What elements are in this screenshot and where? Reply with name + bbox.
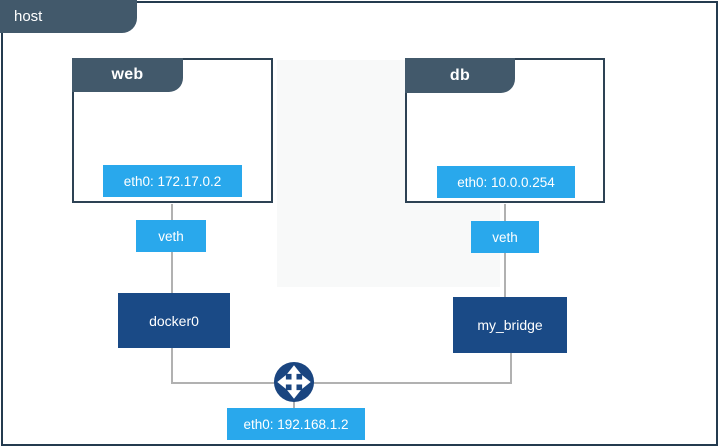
interface-label-host: eth0: 192.168.1.2 [227, 408, 365, 440]
router-circle-svg [273, 361, 315, 403]
bridge-my-bridge: my_bridge [453, 297, 567, 353]
connector-router-to-eth0 [293, 400, 295, 408]
container-tab-web: web [72, 58, 183, 92]
bridge-docker0: docker0 [118, 293, 230, 348]
veth-text-web: veth [158, 228, 184, 244]
interface-text-db: eth0: 10.0.0.254 [457, 174, 555, 190]
interface-label-db: eth0: 10.0.0.254 [437, 166, 575, 198]
connector-horizontal-bus [171, 382, 512, 384]
container-name-db: db [449, 66, 471, 84]
connector-docker0-to-router [171, 348, 173, 384]
bridge-docker0-label: docker0 [149, 312, 199, 329]
connector-veth-to-docker0 [171, 252, 173, 293]
crossroads-arrows-icon [273, 361, 315, 403]
connector-web-to-veth [171, 204, 173, 220]
container-tab-db: db [405, 58, 515, 93]
host-label: host [14, 8, 43, 25]
veth-label-web: veth [136, 220, 206, 252]
interface-text-host: eth0: 192.168.1.2 [243, 416, 349, 432]
container-name-web: web [111, 66, 144, 83]
interface-label-web: eth0: 172.17.0.2 [103, 165, 242, 197]
connector-veth-to-mybridge [504, 253, 506, 297]
connector-mybridge-to-router [510, 353, 512, 383]
bridge-my-bridge-label: my_bridge [477, 317, 543, 333]
interface-text-web: eth0: 172.17.0.2 [123, 173, 222, 189]
veth-text-db: veth [492, 229, 518, 245]
connector-db-to-veth [504, 204, 506, 221]
host-tab: host [0, 0, 137, 33]
veth-label-db: veth [471, 221, 539, 253]
